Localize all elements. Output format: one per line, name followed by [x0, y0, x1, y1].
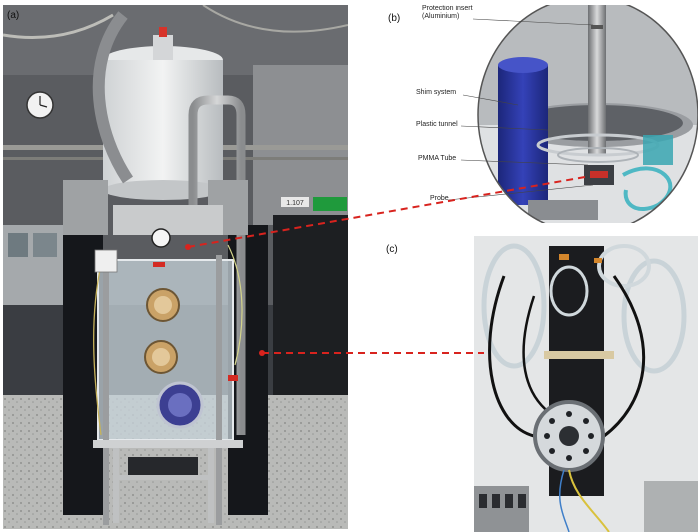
- cad-render: [447, 5, 698, 223]
- probe-closeup-photo: [474, 236, 698, 532]
- exit-sign: [313, 197, 347, 211]
- callout-protection-insert-material: (Aluminium): [422, 13, 460, 20]
- callout-protection-insert-label: Protection insert: [422, 5, 473, 12]
- panel-a-photo: 1.107: [3, 5, 348, 529]
- panel-b-cad-render: (b) Protection insert (Aluminium) Shim s…: [388, 5, 698, 223]
- callout-probe: Probe: [430, 195, 449, 202]
- panel-c-photo: [474, 236, 698, 532]
- callout-protection-insert: Protection insert (Aluminium): [422, 5, 473, 21]
- callout-pmma-tube: PMMA Tube: [418, 155, 457, 162]
- lab-photo: 1.107: [3, 5, 348, 529]
- panel-label-c: (c): [386, 244, 398, 255]
- exit-sign-number: 1.107: [286, 200, 304, 207]
- pressure-gauge: [151, 228, 171, 248]
- panel-label-a: (a): [7, 10, 20, 21]
- callout-plastic-tunnel: Plastic tunnel: [416, 121, 458, 128]
- panel-label-b: (b): [388, 13, 401, 24]
- callout-shim-system: Shim system: [416, 89, 457, 96]
- shim-cylinder: [498, 65, 548, 205]
- protection-insert-rod: [588, 5, 606, 155]
